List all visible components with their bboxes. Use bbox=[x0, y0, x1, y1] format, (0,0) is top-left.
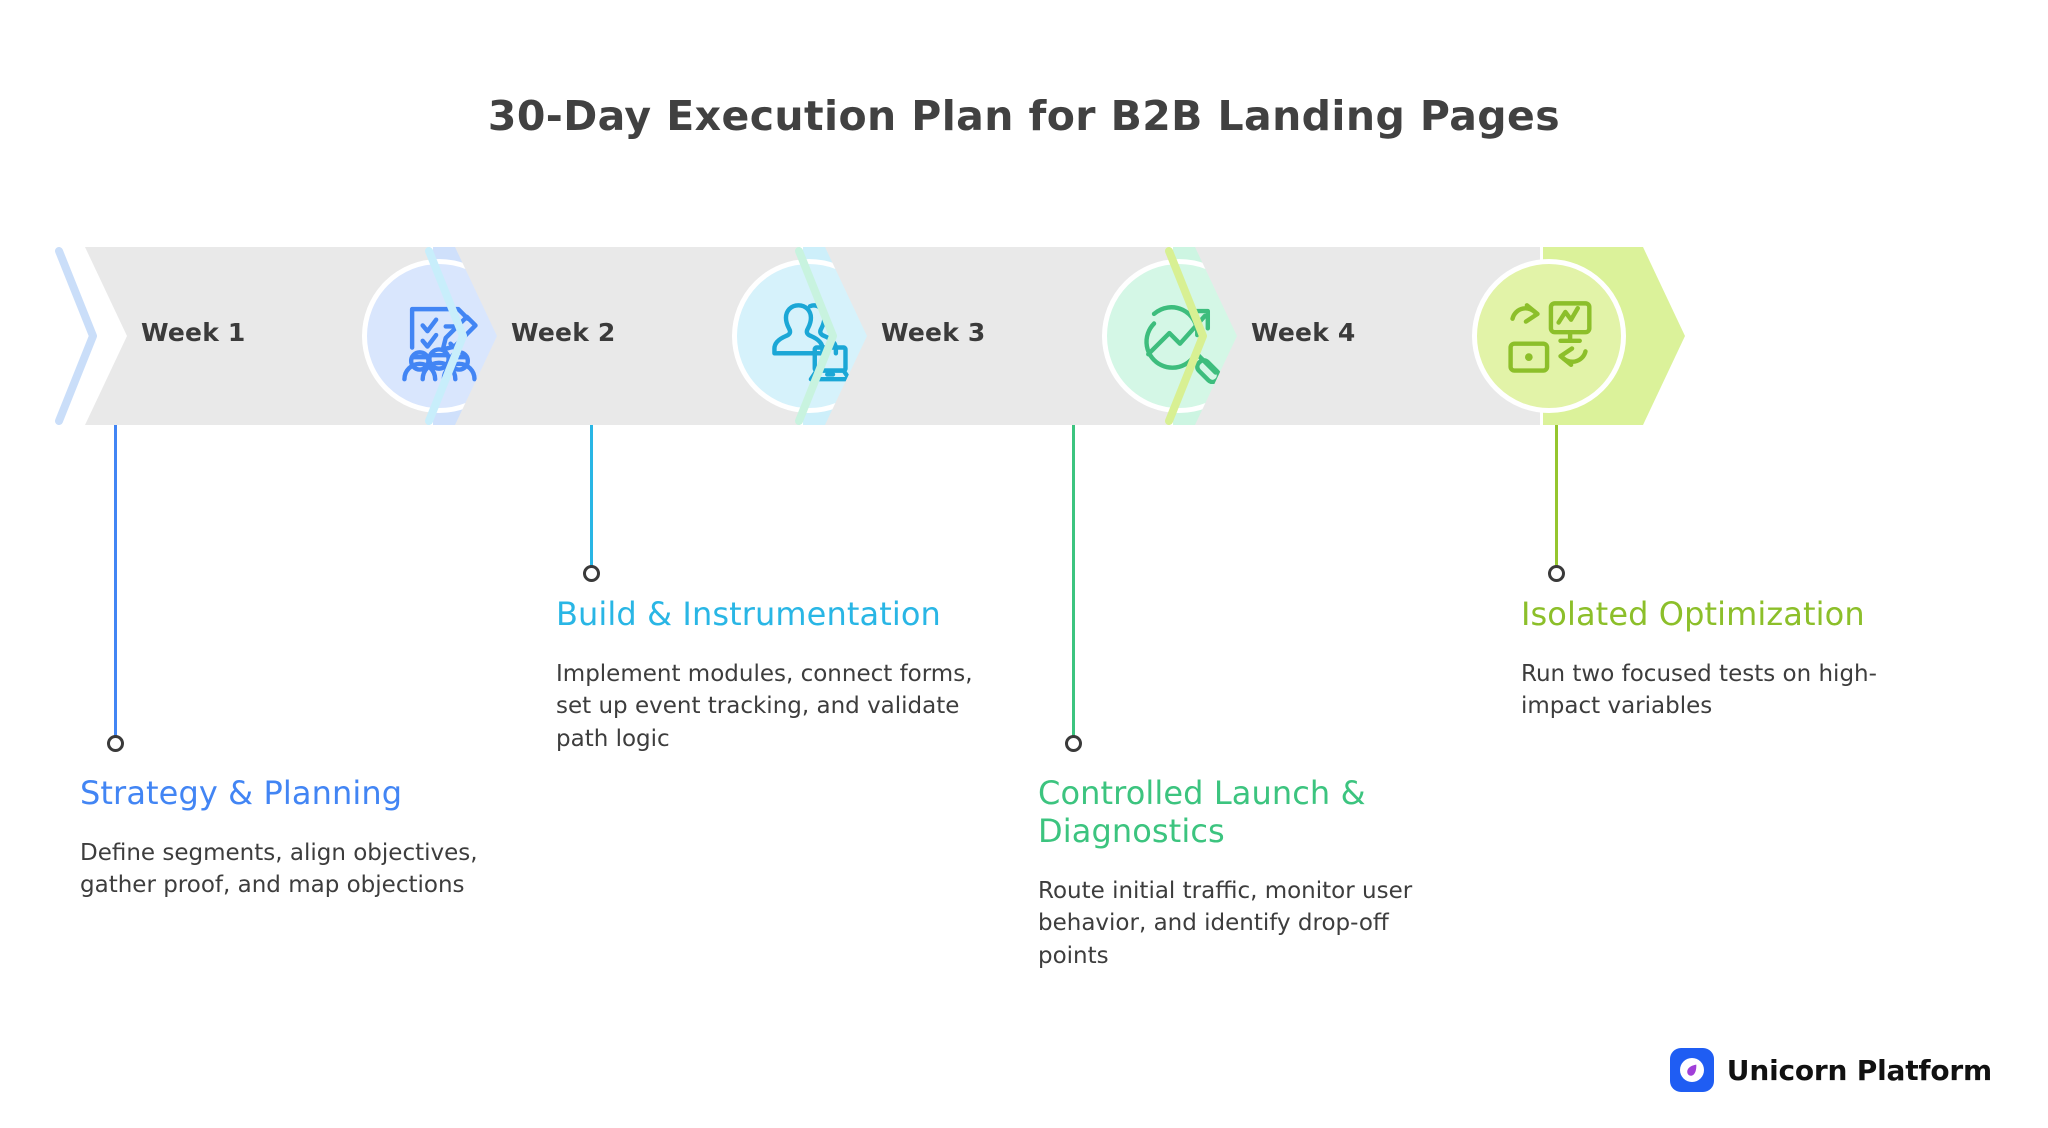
week-label: Week 1 bbox=[141, 318, 246, 347]
timeline-stage-row: Week 1 Week 2 Week 3 Week 4 bbox=[0, 247, 2048, 425]
ab-test-screens-arrows-icon bbox=[1472, 259, 1626, 413]
stage-body-text: Implement modules, connect forms, set up… bbox=[556, 660, 973, 753]
week-label: Week 2 bbox=[511, 318, 616, 347]
unicorn-platform-logo-icon bbox=[1669, 1048, 1714, 1092]
stage-accent-stripe bbox=[425, 247, 467, 425]
stage-title: Build & Instrumentation bbox=[556, 595, 941, 633]
page-title: 30-Day Execution Plan for B2B Landing Pa… bbox=[487, 92, 1561, 140]
brand-name: Unicorn Platform bbox=[1726, 1053, 1992, 1087]
stage-connector-line bbox=[1072, 425, 1075, 743]
stage-connector-endpoint bbox=[1548, 565, 1565, 582]
stage-connector-endpoint bbox=[1065, 735, 1082, 752]
week-label: Week 4 bbox=[1251, 318, 1356, 347]
stage-body-text: Define segments, align objectives, gathe… bbox=[80, 839, 478, 899]
stage-connector-endpoint bbox=[107, 735, 124, 752]
stage-body-text: Run two focused tests on high-impact var… bbox=[1521, 660, 1877, 720]
week-label: Week 3 bbox=[881, 318, 986, 347]
stage-connector-line bbox=[114, 425, 117, 743]
stage-title: Strategy & Planning bbox=[80, 774, 403, 812]
stage-connector-line bbox=[1555, 425, 1558, 573]
stage-title: Controlled Launch & Diagnostics bbox=[1038, 774, 1366, 850]
stage-accent-stripe bbox=[795, 247, 837, 425]
stage-body-text: Route initial traffic, monitor user beha… bbox=[1038, 877, 1413, 969]
stage-connector-endpoint bbox=[583, 565, 600, 582]
stage-accent-stripe bbox=[55, 247, 97, 425]
stage-chevron-week-4[interactable]: Week 4 bbox=[1165, 247, 1685, 425]
stage-accent-stripe bbox=[1165, 247, 1207, 425]
stage-title: Isolated Optimization bbox=[1521, 595, 1865, 633]
brand-logo: Unicorn Platform bbox=[1669, 1048, 1992, 1092]
stage-connector-line bbox=[590, 425, 593, 573]
